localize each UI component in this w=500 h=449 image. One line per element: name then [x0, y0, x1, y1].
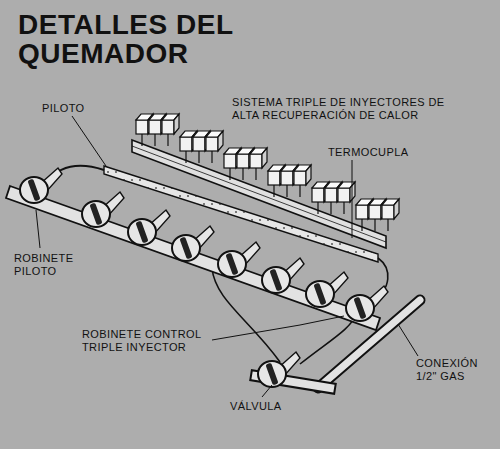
injector-block: [312, 182, 355, 214]
part-label: ROBINETE CONTROL TRIPLE INYECTOR: [82, 328, 212, 354]
knob: [346, 286, 388, 321]
knob: [306, 272, 348, 307]
part-label: TERMOCUPLA: [328, 146, 438, 159]
knob: [82, 192, 124, 227]
part-label: VÁLVULA: [230, 400, 320, 413]
manifold: [6, 186, 380, 330]
part-label: SISTEMA TRIPLE DE INYECTORES DE ALTA REC…: [232, 96, 464, 122]
title: DETALLES DEL QUEMADOR: [18, 10, 248, 69]
knob: [20, 168, 62, 203]
knob: [262, 258, 304, 293]
injector-block: [268, 165, 311, 197]
part-label: CONEXIÓN 1/2" GAS: [416, 357, 496, 383]
injector-block: [224, 148, 267, 180]
injector-block: [180, 131, 223, 163]
knob: [128, 210, 170, 245]
part-label: ROBINETE PILOTO: [14, 252, 104, 278]
pilot-tube: [46, 166, 378, 262]
part-label: PILOTO: [42, 102, 122, 115]
knob: [172, 226, 214, 261]
knob: [218, 242, 260, 277]
injector-block: [136, 114, 179, 146]
leader-lines: [36, 116, 418, 397]
injector-block: [356, 199, 399, 231]
knob: [258, 352, 300, 387]
